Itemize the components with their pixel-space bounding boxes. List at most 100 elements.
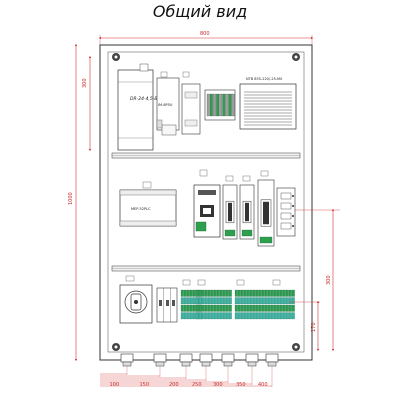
terminal (261, 297, 265, 305)
corner-mount-top-left (112, 53, 120, 61)
terminal (213, 304, 217, 312)
page-title: Общий вид (152, 2, 248, 21)
terminal (258, 312, 262, 320)
terminal (288, 289, 292, 297)
terminal (189, 289, 193, 297)
terminal (267, 312, 271, 320)
terminal (279, 289, 283, 297)
terminal (192, 289, 196, 297)
terminal (225, 93, 229, 117)
cable-gland (179, 353, 193, 367)
terminal (198, 312, 202, 320)
terminal (243, 289, 247, 297)
terminal (276, 304, 280, 312)
terminal (285, 312, 289, 320)
terminal (207, 297, 211, 305)
dimension-height-right-mid: 300 (295, 208, 340, 352)
terminal (180, 297, 184, 305)
terminal (276, 289, 280, 297)
terminal (288, 297, 292, 305)
terminal (249, 289, 253, 297)
expansion-module (239, 175, 255, 240)
terminal (279, 304, 283, 312)
terminal (195, 289, 199, 297)
terminal (255, 289, 259, 297)
dimension-height-total-label: 1000 (68, 192, 74, 205)
terminal (207, 312, 211, 320)
terminal (222, 289, 226, 297)
terminal (219, 312, 223, 320)
terminal (183, 297, 187, 305)
dimension-bottom-offset-label: 250 (192, 382, 202, 388)
terminal (213, 289, 217, 297)
plc-controller (193, 169, 221, 238)
terminal (264, 289, 268, 297)
terminal (285, 289, 289, 297)
terminal (270, 289, 274, 297)
terminal (204, 304, 208, 312)
io-module-label: MEP-52PLC (131, 207, 151, 211)
terminal (246, 297, 250, 305)
terminal (219, 93, 223, 117)
terminal (240, 312, 244, 320)
terminal (252, 289, 256, 297)
terminal (258, 297, 262, 305)
connector-block (276, 187, 296, 237)
corner-mount-bottom-right (292, 343, 300, 351)
cable-gland (199, 353, 213, 367)
terminal (273, 289, 277, 297)
cable-gland (265, 353, 279, 367)
terminal (246, 304, 250, 312)
terminal (264, 312, 268, 320)
terminal (264, 304, 268, 312)
terminal (210, 297, 214, 305)
terminal (243, 297, 247, 305)
terminal (186, 312, 190, 320)
terminal (222, 304, 226, 312)
terminal (183, 304, 187, 312)
dimension-bottom-offset-label: 300 (213, 382, 223, 388)
terminal (219, 297, 223, 305)
terminal (264, 297, 268, 305)
terminal (243, 312, 247, 320)
module-block-label: IM-6P5U (158, 103, 173, 107)
terminal (207, 304, 211, 312)
dimension-bottom-offset-label: 400 (258, 382, 268, 388)
dimension-height-top: 300 (82, 55, 92, 152)
terminal (273, 297, 277, 305)
terminal (240, 289, 244, 297)
terminal (231, 93, 235, 117)
terminal (267, 297, 271, 305)
io-module: MEP-52PLC (119, 181, 177, 227)
terminal (228, 312, 232, 320)
terminal (213, 312, 217, 320)
terminal (216, 297, 220, 305)
terminal (225, 312, 229, 320)
terminal (288, 304, 292, 312)
terminal (186, 289, 190, 297)
terminal (282, 304, 286, 312)
terminal (246, 312, 250, 320)
terminal (252, 312, 256, 320)
terminal (189, 297, 193, 305)
terminal (255, 297, 259, 305)
terminal (186, 297, 190, 305)
terminal (237, 289, 241, 297)
terminal (216, 93, 220, 117)
terminal (183, 312, 187, 320)
terminal (186, 304, 190, 312)
cabinet-inner-frame (107, 51, 305, 353)
dimension-height-right-low-label: 170 (311, 322, 317, 332)
terminal (204, 297, 208, 305)
terminal (201, 289, 205, 297)
dimension-width-label: 800 (200, 31, 210, 37)
terminal (189, 304, 193, 312)
terminal (279, 312, 283, 320)
terminal (267, 304, 271, 312)
cable-gland (120, 353, 134, 367)
dimension-bottom-offset-label: 100 (110, 382, 120, 388)
terminal (210, 304, 214, 312)
terminal (282, 297, 286, 305)
terminal (207, 289, 211, 297)
